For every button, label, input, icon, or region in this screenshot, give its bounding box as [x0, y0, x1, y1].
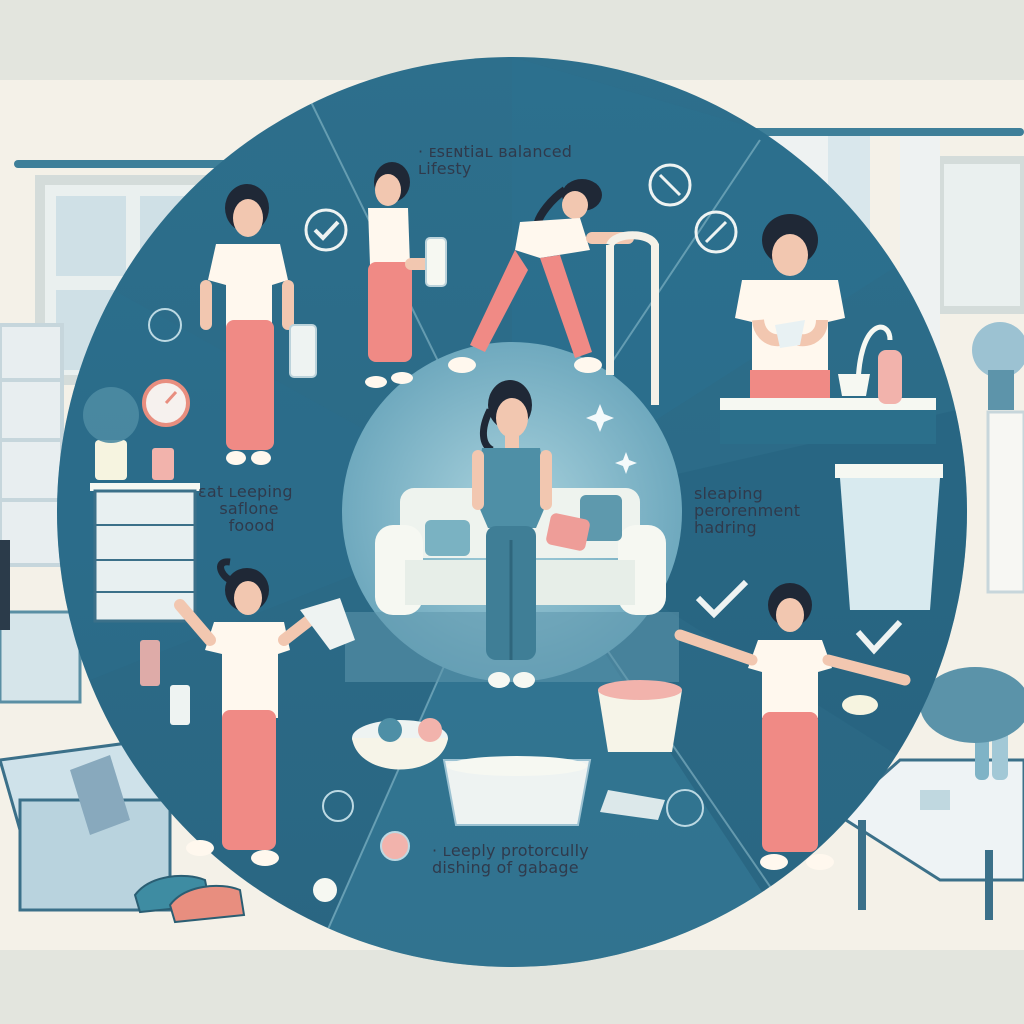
- label-line: hadring: [694, 517, 757, 537]
- person-stretching: [448, 179, 659, 405]
- label-line: perorenment: [694, 500, 801, 520]
- tv-stand: [0, 540, 82, 704]
- bubble-icon: [666, 789, 704, 827]
- bowls-and-basins: [352, 680, 682, 826]
- section-label-top: · ᴇsᴇɴtiaʟ ʙalanced ʟifesty: [418, 142, 573, 178]
- bubble-icon: [380, 831, 410, 861]
- person-bottom-right: [674, 583, 911, 870]
- rug: [920, 667, 1024, 743]
- person-top-left: [200, 184, 317, 465]
- bubble-icon: [322, 790, 354, 822]
- section-label-right: sleaping perorenment hadring: [694, 484, 801, 537]
- bubbles: [148, 308, 704, 902]
- clock-icon: [142, 379, 190, 427]
- section-label-bottom: · ʟeeply protorcully dishing of gabage: [432, 841, 589, 877]
- bubble-icon: [148, 308, 182, 342]
- open-box: [0, 738, 172, 912]
- person-washing-hands: [720, 214, 936, 444]
- checkmark-icon: [855, 619, 903, 655]
- label-line: ɛat ʟeeping: [198, 482, 293, 501]
- label-line: foood: [228, 515, 275, 535]
- trash-bin: [835, 464, 943, 610]
- center-person: [472, 380, 552, 688]
- label-line: · ʟeeply protorcully: [432, 841, 589, 860]
- label-line: · ᴇsᴇɴtiaʟ ʙalanced: [418, 142, 573, 161]
- plant-right: [972, 322, 1024, 410]
- person-top-middle: [365, 162, 447, 388]
- label-line: dishing of gabage: [432, 857, 579, 877]
- checkmark-icon: [304, 208, 348, 252]
- checkmark-icon: [695, 579, 749, 619]
- sparkle-icon: [586, 404, 614, 432]
- label-line: saflone: [219, 498, 279, 518]
- label-line: ʟifesty: [418, 158, 472, 178]
- sparkle-icon: [615, 452, 637, 474]
- no-sign-icon: [694, 210, 738, 254]
- sneakers: [133, 874, 246, 924]
- person-bottom-left: [140, 558, 355, 866]
- right-cabinet: [986, 410, 1024, 594]
- center-scene: [342, 342, 682, 688]
- label-line: sleaping: [694, 484, 763, 503]
- no-sign-icon: [648, 163, 692, 207]
- section-label-left: ɛat ʟeeping saflone foood: [198, 482, 293, 535]
- left-shelf: [0, 323, 64, 567]
